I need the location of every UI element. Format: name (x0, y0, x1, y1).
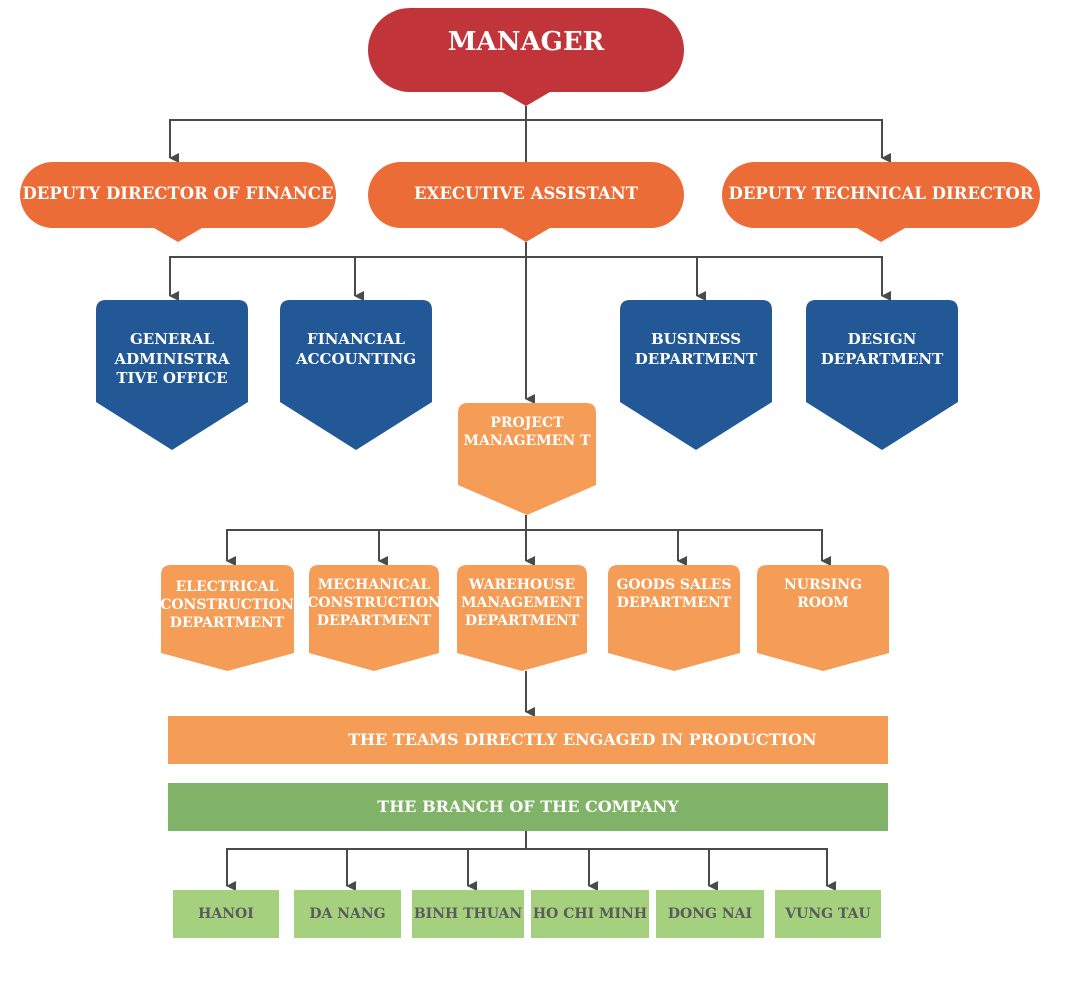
goods-sales-label: GOODS SALES DEPARTMENT (616, 577, 732, 612)
deputy-finance-node (20, 162, 336, 242)
branch-dong-nai: DONG NAI (667, 905, 753, 922)
branch-ho-chi-minh: HO CHI MINH (532, 905, 648, 922)
nodes (20, 8, 1040, 938)
arrow-to-design (697, 256, 891, 301)
arrow-to-hanoi (226, 848, 526, 891)
arrow-to-deputy-finance (169, 119, 526, 163)
arrow-to-general-admin (169, 256, 526, 301)
deputy-technical-label: DEPUTY TECHNICAL DIRECTOR (728, 184, 1034, 204)
arrow-to-electrical (226, 529, 526, 566)
electrical-construction-node (161, 565, 294, 671)
design-department-node (806, 300, 958, 450)
arrow-to-goods-sales (526, 529, 687, 566)
goods-sales-node (608, 565, 740, 671)
business-department-node (620, 300, 772, 450)
arrow-to-business (526, 256, 706, 301)
manager-node (368, 8, 684, 106)
branch-vung-tau: VUNG TAU (785, 905, 871, 922)
company-branch-label: THE BRANCH OF THE COMPANY (377, 796, 679, 816)
arrow-to-vung-tau (526, 848, 836, 891)
mechanical-construction-node (309, 565, 439, 671)
branch-hanoi-box (173, 890, 279, 938)
branch-hanoi: HANOI (198, 905, 254, 922)
branch-vung-tau-box (775, 890, 881, 938)
electrical-construction-label: ELECTRICAL CONSTRUCTION DEPARTMENT (160, 579, 294, 632)
branch-dong-nai-box (656, 890, 764, 938)
nursing-room-label: NURSING ROOM (783, 577, 863, 612)
general-admin-office-label: GENERAL ADMINISTRA TIVE OFFICE (114, 330, 230, 387)
branch-da-nang: DA NANG (309, 905, 386, 922)
executive-assistant-label: EXECUTIVE ASSISTANT (413, 184, 639, 204)
warehouse-management-node (457, 565, 587, 671)
branch-binh-thuan-box (412, 890, 524, 938)
project-management-label: PROJECT MANAGEMEN T (463, 415, 591, 450)
arrow-to-deputy-technical (526, 119, 891, 163)
branch-ho-chi-minh-box (531, 890, 649, 938)
company-branch-bar (168, 783, 888, 831)
manager-label: MANAGER (447, 27, 605, 58)
warehouse-management-label: WAREHOUSE MANAGEMENT DEPARTMENT (460, 577, 584, 630)
financial-accounting-label: FINANCIAL ACCOUNTING (295, 330, 417, 368)
branch-da-nang-box (294, 890, 401, 938)
business-department-label: BUSINESS DEPARTMENT (634, 330, 758, 368)
production-teams-label: THE TEAMS DIRECTLY ENGAGED IN PRODUCTION (348, 729, 817, 749)
arrow-to-nursing (678, 529, 831, 566)
branch-binh-thuan: BINH THUAN (413, 905, 523, 922)
mechanical-construction-label: MECHANICAL CONSTRUCTION DEPARTMENT (307, 577, 441, 630)
nursing-room-node (757, 565, 889, 671)
connector-lines (169, 106, 891, 891)
deputy-finance-label: DEPUTY DIRECTOR OF FINANCE (22, 184, 334, 204)
design-department-label: DESIGN DEPARTMENT (820, 330, 944, 368)
project-management-node (458, 403, 596, 515)
general-admin-office-node (96, 300, 248, 450)
executive-assistant-node (368, 162, 684, 242)
financial-accounting-node (280, 300, 432, 450)
production-teams-bar (168, 716, 888, 764)
deputy-technical-node (722, 162, 1040, 242)
